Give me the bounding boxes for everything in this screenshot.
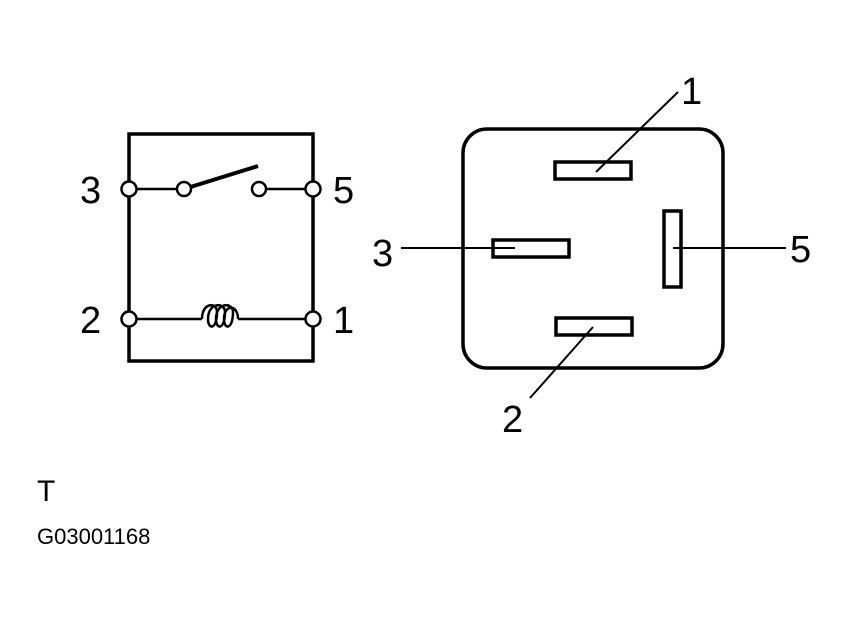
connector-label-2: 2 bbox=[502, 399, 523, 441]
relay-schematic: 3 5 2 1 bbox=[80, 132, 354, 363]
schematic-terminal-1 bbox=[304, 310, 322, 328]
leader-line-1 bbox=[595, 91, 679, 173]
connector-label-3: 3 bbox=[372, 233, 393, 275]
schematic-box bbox=[127, 132, 315, 363]
coil-icon bbox=[200, 304, 240, 328]
schematic-label-1: 1 bbox=[333, 300, 354, 342]
leader-line-2 bbox=[529, 326, 594, 399]
switch-pivot bbox=[175, 180, 193, 198]
connector-face: 1 3 5 2 bbox=[372, 71, 811, 441]
connector-label-1: 1 bbox=[681, 71, 702, 113]
schematic-terminal-5 bbox=[304, 180, 322, 198]
switch-contact bbox=[250, 180, 268, 198]
figure-code: G03001168 bbox=[37, 524, 150, 549]
connector-label-5: 5 bbox=[790, 229, 811, 271]
connector-pin-1 bbox=[553, 160, 633, 181]
schematic-terminal-2 bbox=[120, 310, 138, 328]
schematic-label-3: 3 bbox=[80, 170, 101, 212]
schematic-label-2: 2 bbox=[80, 300, 101, 342]
mark-letter: T bbox=[37, 475, 55, 508]
connector-pin-2 bbox=[554, 316, 634, 337]
schematic-label-5: 5 bbox=[333, 170, 354, 212]
schematic-terminal-3 bbox=[120, 180, 138, 198]
switch-blade bbox=[183, 164, 259, 191]
